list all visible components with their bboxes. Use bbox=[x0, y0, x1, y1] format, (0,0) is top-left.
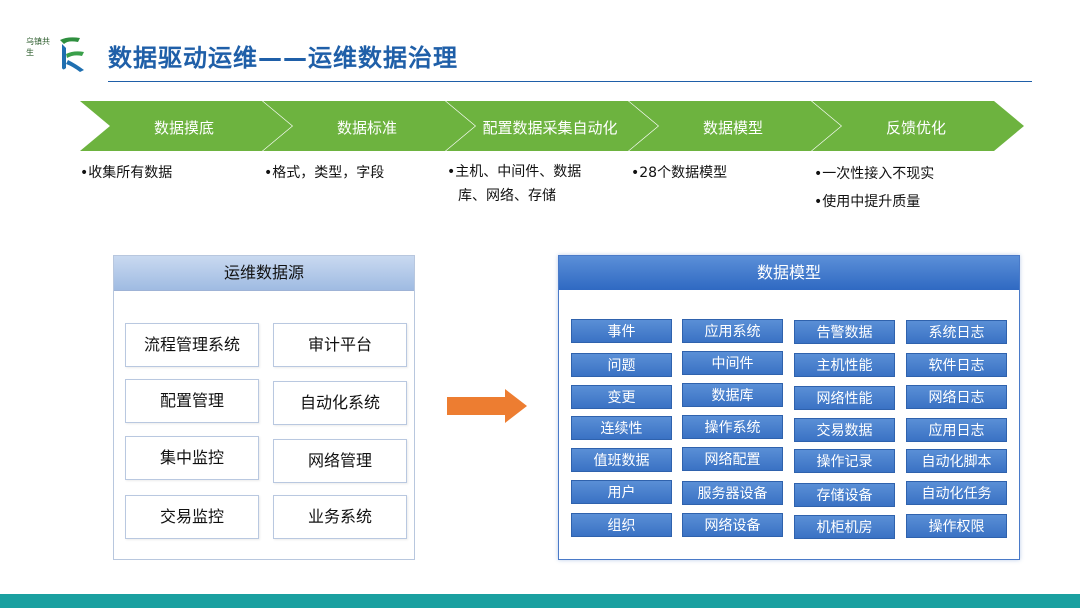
step-bullets-4: •28个数据模型 bbox=[631, 160, 727, 186]
model-item: 操作系统 bbox=[682, 415, 783, 439]
step-label-4: 数据模型 bbox=[702, 119, 763, 137]
model-item: 操作权限 bbox=[906, 514, 1007, 538]
source-item: 配置管理 bbox=[125, 379, 259, 423]
model-item: 用户 bbox=[571, 480, 672, 504]
model-item: 交易数据 bbox=[794, 418, 895, 442]
step-bullets-3: •主机、中间件、数据 库、网络、存储 bbox=[447, 160, 581, 208]
logo-text: 乌镇共生 bbox=[26, 37, 50, 57]
data-model-panel: 数据模型 事件 问题 变更 连续性 值班数据 用户 组织 应用系统 中间件 数据… bbox=[558, 255, 1020, 560]
source-item: 自动化系统 bbox=[273, 381, 407, 425]
model-item: 自动化任务 bbox=[906, 481, 1007, 505]
model-item: 主机性能 bbox=[794, 353, 895, 377]
model-item: 连续性 bbox=[571, 416, 672, 440]
model-item: 数据库 bbox=[682, 383, 783, 407]
logo-mark-icon bbox=[60, 37, 84, 72]
step-chevron-4 bbox=[629, 101, 841, 151]
source-item: 审计平台 bbox=[273, 323, 407, 367]
step-label-5: 反馈优化 bbox=[885, 119, 946, 137]
model-item: 值班数据 bbox=[571, 448, 672, 472]
model-item: 应用日志 bbox=[906, 418, 1007, 442]
step-bullets-5: •一次性接入不现实 •使用中提升质量 bbox=[814, 160, 934, 216]
model-item: 服务器设备 bbox=[682, 481, 783, 505]
model-item: 变更 bbox=[571, 385, 672, 409]
footer-bar bbox=[0, 594, 1080, 608]
step-chevron-3 bbox=[446, 101, 658, 151]
step-chevron-5 bbox=[812, 101, 1024, 151]
step-bullets-2: •格式，类型，字段 bbox=[264, 160, 384, 186]
model-item: 自动化脚本 bbox=[906, 449, 1007, 473]
source-item: 交易监控 bbox=[125, 495, 259, 539]
step-chevron-1 bbox=[80, 101, 292, 151]
model-item: 中间件 bbox=[682, 351, 783, 375]
model-item: 网络配置 bbox=[682, 447, 783, 471]
bullet-item: •一次性接入不现实 bbox=[814, 166, 935, 182]
step-label-2: 数据标准 bbox=[336, 119, 397, 137]
bullet-item: •格式，类型，字段 bbox=[264, 165, 385, 181]
data-model-panel-title: 数据模型 bbox=[559, 256, 1019, 290]
bullet-item: 库、网络、存储 bbox=[458, 188, 556, 204]
bullet-item: •主机、中间件、数据 bbox=[447, 164, 582, 180]
model-item: 网络性能 bbox=[794, 386, 895, 410]
model-item: 机柜机房 bbox=[794, 515, 895, 539]
model-item: 网络日志 bbox=[906, 385, 1007, 409]
model-item: 系统日志 bbox=[906, 320, 1007, 344]
data-source-panel-title: 运维数据源 bbox=[114, 256, 414, 291]
source-item: 集中监控 bbox=[125, 436, 259, 480]
model-item: 组织 bbox=[571, 513, 672, 537]
model-item: 网络设备 bbox=[682, 513, 783, 537]
data-source-panel: 运维数据源 流程管理系统 审计平台 配置管理 自动化系统 集中监控 网络管理 交… bbox=[113, 255, 415, 560]
source-item: 网络管理 bbox=[273, 439, 407, 483]
bullet-item: •收集所有数据 bbox=[80, 165, 173, 181]
process-chevrons bbox=[80, 101, 1024, 151]
page-title: 数据驱动运维——运维数据治理 bbox=[108, 44, 458, 72]
bullet-item: •使用中提升质量 bbox=[814, 194, 921, 210]
step-chevron-2 bbox=[263, 101, 475, 151]
bullet-item: •28个数据模型 bbox=[631, 165, 728, 181]
model-item: 告警数据 bbox=[794, 320, 895, 344]
step-label-3: 配置数据采集自动化 bbox=[482, 119, 618, 137]
logo: 乌镇共生 bbox=[26, 34, 88, 78]
right-arrow-icon bbox=[447, 389, 527, 423]
model-item: 事件 bbox=[571, 319, 672, 343]
source-item: 流程管理系统 bbox=[125, 323, 259, 367]
step-label-1: 数据摸底 bbox=[153, 119, 214, 137]
model-item: 软件日志 bbox=[906, 353, 1007, 377]
source-item: 业务系统 bbox=[273, 495, 407, 539]
model-item: 存储设备 bbox=[794, 483, 895, 507]
model-item: 操作记录 bbox=[794, 449, 895, 473]
model-item: 应用系统 bbox=[682, 319, 783, 343]
title-divider bbox=[108, 81, 1032, 82]
step-bullets-1: •收集所有数据 bbox=[80, 160, 172, 186]
model-item: 问题 bbox=[571, 353, 672, 377]
